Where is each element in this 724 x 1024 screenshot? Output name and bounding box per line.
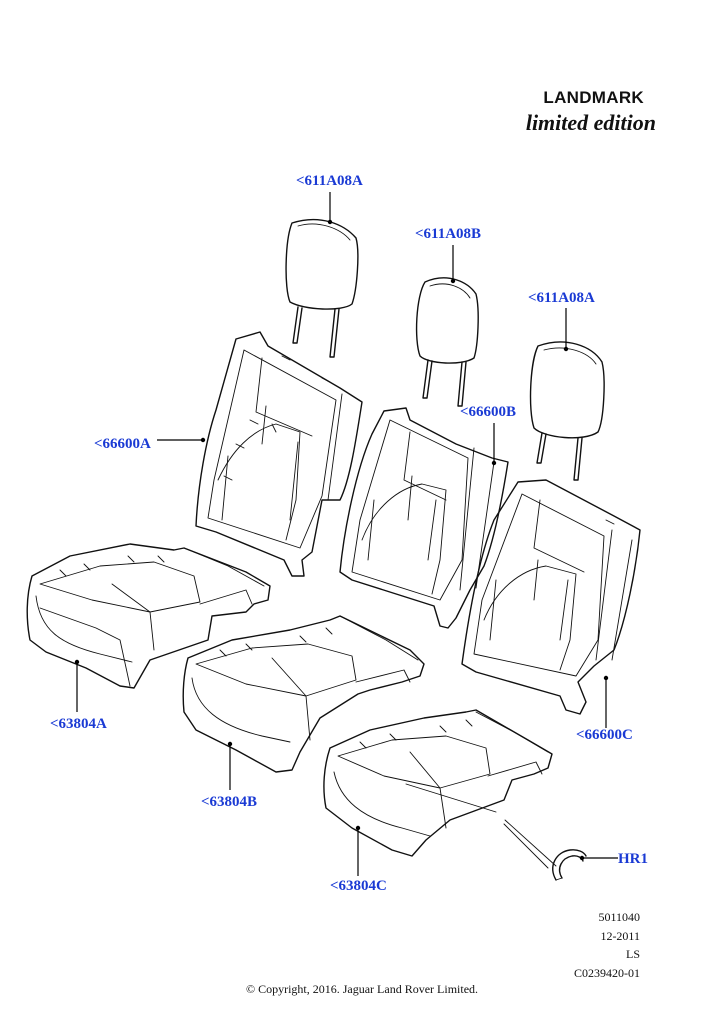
- drawing-metadata: 5011040 12-2011 LS C0239420-01: [574, 908, 640, 982]
- callout-backrest-left[interactable]: <66600A: [94, 436, 151, 452]
- leader-lines: [74, 192, 618, 876]
- callout-cushion-center[interactable]: <63804B: [201, 794, 258, 810]
- cushion-right-drawing: [323, 709, 553, 857]
- callout-headrest-center[interactable]: <611A08B: [415, 226, 482, 242]
- headrest-right-drawing: [529, 341, 605, 481]
- cushion-center-drawing: [182, 615, 425, 773]
- meta-reference-number: 5011040: [598, 910, 640, 924]
- callout-hook-ring[interactable]: HR1: [618, 851, 648, 867]
- callout-cushion-left[interactable]: <63804A: [50, 716, 107, 732]
- callout-cushion-right[interactable]: <63804C: [330, 878, 387, 894]
- callout-backrest-right[interactable]: <66600C: [576, 727, 633, 743]
- cushion-left-drawing: [26, 543, 271, 689]
- backrest-left-drawing: [195, 331, 363, 577]
- callout-headrest-right[interactable]: <611A08A: [528, 290, 595, 306]
- brand-title: LANDMARK: [543, 88, 644, 107]
- meta-date: 12-2011: [600, 928, 640, 943]
- meta-illustration-id: C0239420-01: [574, 965, 640, 980]
- brand-subtitle: limited edition: [525, 110, 656, 135]
- backrest-right-drawing: [461, 479, 641, 715]
- backrest-center-drawing: [339, 407, 509, 629]
- callout-backrest-center[interactable]: <66600B: [460, 404, 517, 420]
- callout-headrest-left[interactable]: <611A08A: [296, 173, 363, 189]
- copyright-notice: © Copyright, 2016. Jaguar Land Rover Lim…: [245, 982, 479, 996]
- headrest-left-drawing: [285, 218, 359, 358]
- hook-ring-drawing: [552, 849, 587, 881]
- headrest-center-drawing: [415, 277, 479, 407]
- meta-model-code: LS: [625, 947, 640, 961]
